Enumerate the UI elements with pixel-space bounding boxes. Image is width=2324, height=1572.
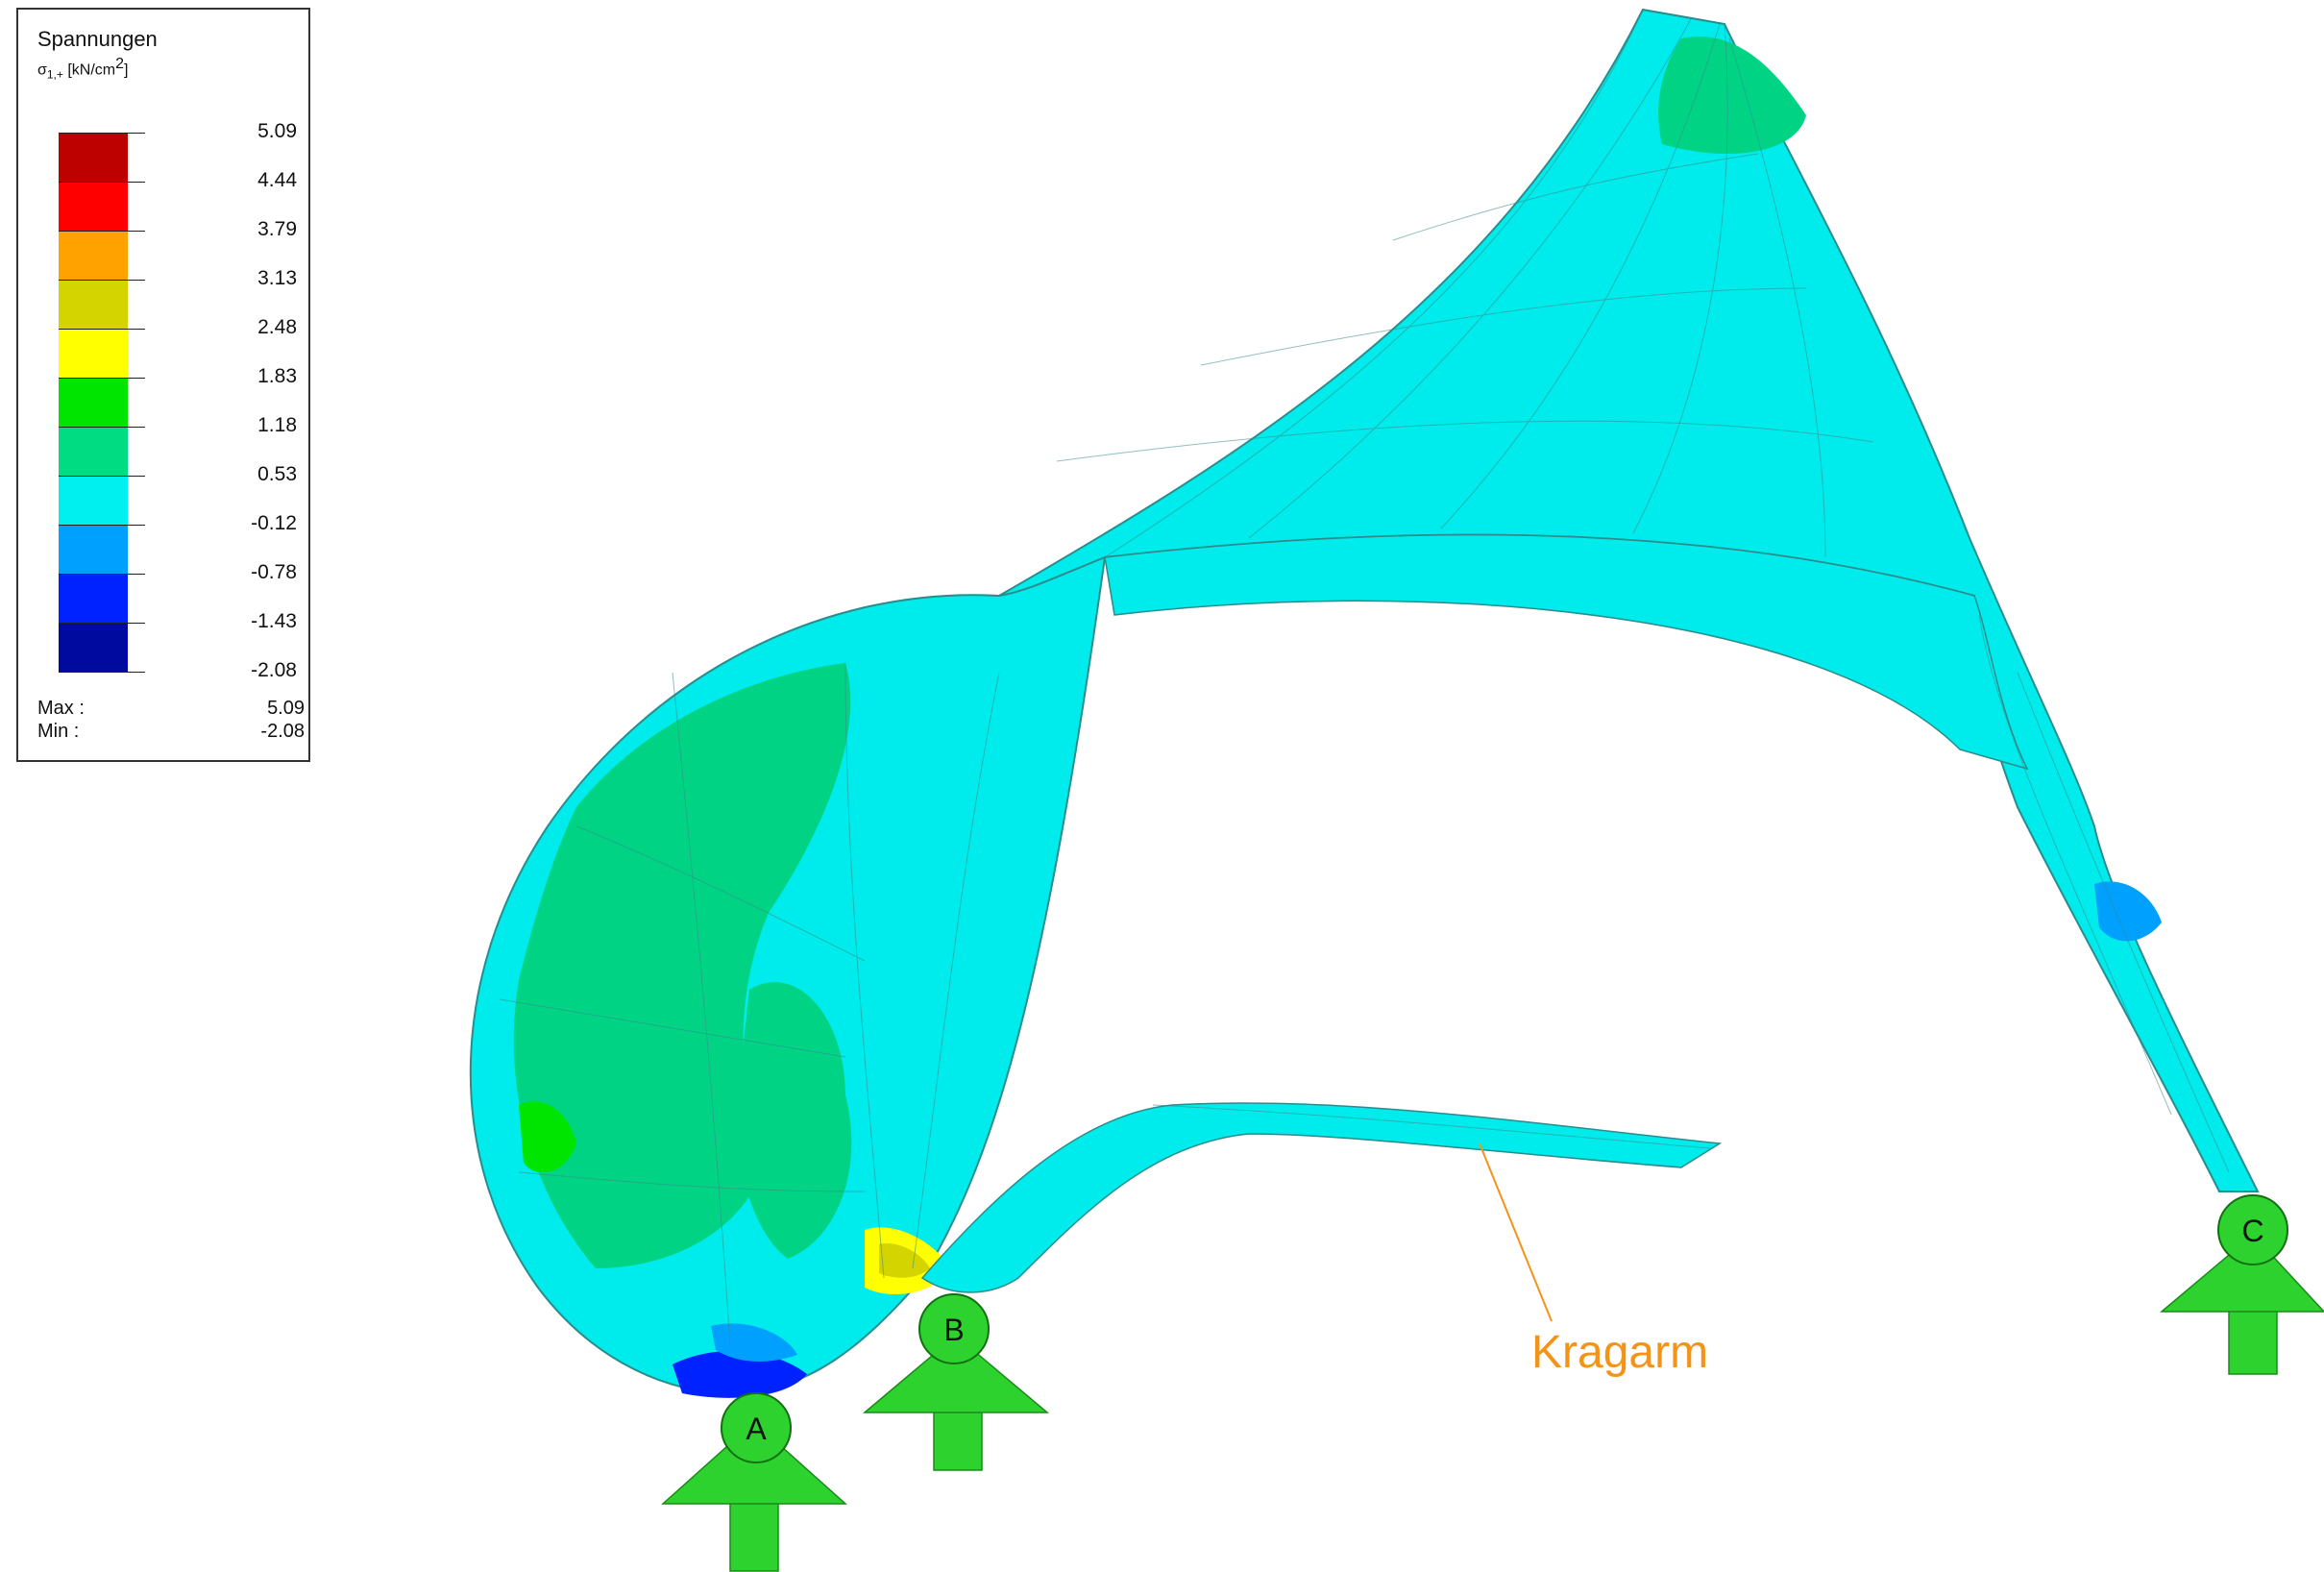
legend-tick-line — [59, 525, 145, 526]
legend-min-value: -2.08 — [260, 721, 305, 742]
legend-tick-line — [59, 182, 145, 183]
stress-hotspot-orange — [879, 1243, 930, 1278]
legend-tick-label: 5.09 — [257, 120, 297, 142]
stress-patch-right-leg — [2094, 881, 2162, 942]
support-c-node — [2217, 1194, 2288, 1265]
legend-unit-close: ] — [124, 61, 129, 79]
stress-spot-green — [519, 1101, 576, 1173]
legend-tick-label: -1.43 — [251, 610, 297, 632]
legend-tick-line — [59, 574, 145, 575]
support-b — [862, 1293, 1050, 1471]
kragarm-leader-line — [1479, 1142, 1553, 1322]
legend-swatch — [59, 231, 128, 280]
legend-max-value: 5.09 — [267, 698, 305, 719]
legend-max-label: Max : — [37, 698, 85, 719]
legend-tick-label: 3.79 — [257, 218, 297, 240]
shell-left-green-region — [513, 663, 851, 1268]
support-a-label: A — [746, 1412, 767, 1446]
legend-tick-line — [59, 133, 145, 134]
support-a-post — [729, 1498, 779, 1572]
legend-tick-label: 1.18 — [257, 414, 297, 436]
legend-tick-label: 3.13 — [257, 267, 297, 289]
legend-tick-line — [59, 231, 145, 232]
legend-title: Spannungen — [37, 27, 158, 51]
legend-tick-label: -0.78 — [251, 561, 297, 583]
shell-arch-inner — [1104, 533, 2029, 771]
support-c-post — [2228, 1301, 2278, 1375]
shell-green-patch — [1658, 37, 1806, 154]
legend-swatch — [59, 280, 128, 329]
legend-tick-line — [59, 672, 145, 673]
kragarm-label: Kragarm — [1531, 1327, 1709, 1378]
legend-swatch — [59, 329, 128, 378]
legend-swatch — [59, 133, 128, 182]
stress-compression-blue — [673, 1351, 807, 1398]
legend-tick-line — [59, 623, 145, 624]
legend-sigma-index: 1,+ — [46, 67, 63, 82]
legend-unit: [kN/cm — [67, 61, 116, 79]
legend-tick-label: 4.44 — [257, 169, 297, 191]
support-b-node — [918, 1293, 990, 1364]
support-c-arrowhead — [2159, 1233, 2324, 1313]
legend-swatch — [59, 623, 128, 672]
legend-tick-label: -0.12 — [251, 512, 297, 534]
legend-swatch — [59, 476, 128, 525]
legend-tick-label: 0.53 — [257, 463, 297, 485]
support-c-label: C — [2241, 1214, 2263, 1248]
support-c — [2159, 1194, 2324, 1375]
cantilever-strip — [920, 1102, 1723, 1293]
legend-subtitle: σ1,+ [kN/cm2] — [37, 56, 128, 82]
fe-mesh — [499, 9, 2230, 1346]
legend-tick-line — [59, 329, 145, 330]
support-a-node — [721, 1392, 792, 1463]
support-b-label: B — [943, 1313, 964, 1347]
legend-unit-exponent: 2 — [115, 56, 125, 72]
stress-legend: Spannungen σ1,+ [kN/cm2] 5.09 4.44 3.79 3.1… — [16, 8, 310, 762]
legend-tick-line — [59, 476, 145, 477]
legend-min-label: Min : — [37, 721, 80, 742]
legend-tick-line — [59, 427, 145, 428]
legend-sigma: σ — [37, 61, 47, 79]
legend-tick-label: 1.83 — [257, 365, 297, 387]
legend-tick-line — [59, 378, 145, 379]
legend-tick-line — [59, 280, 145, 281]
legend-swatch — [59, 427, 128, 476]
legend-swatch — [59, 574, 128, 623]
legend-tick-label: -2.08 — [251, 659, 297, 681]
legend-swatch — [59, 182, 128, 231]
legend-swatch — [59, 525, 128, 574]
stress-compression-lightblue — [711, 1323, 797, 1362]
legend-tick-label: 2.48 — [257, 316, 297, 338]
legend-swatch — [59, 378, 128, 427]
support-b-arrowhead — [862, 1335, 1050, 1413]
support-a — [661, 1392, 847, 1572]
